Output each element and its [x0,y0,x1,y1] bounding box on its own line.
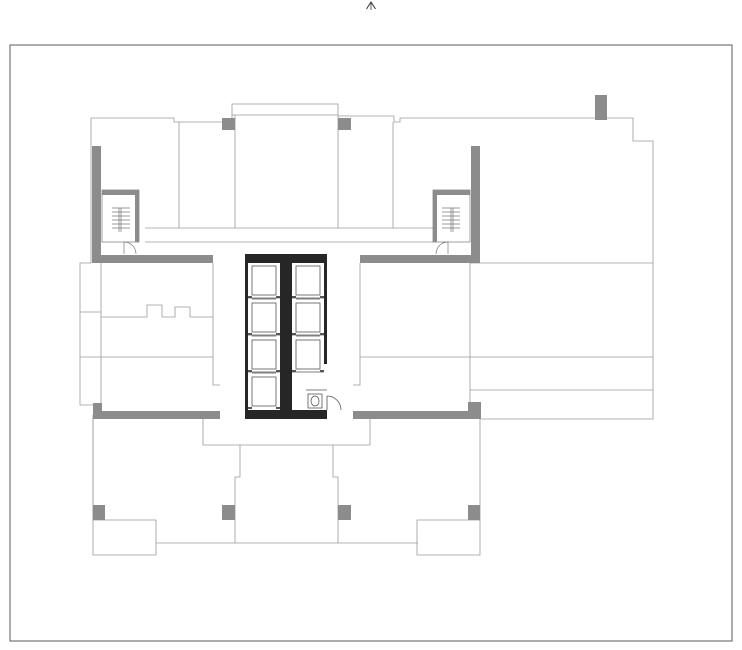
exterior-outline [79,103,654,556]
column [93,505,105,520]
wall-se-stub [468,402,481,419]
column [595,95,607,120]
wall-ne-vertical [471,146,480,263]
column [338,118,351,130]
column [338,505,351,520]
structural-walls [92,95,607,520]
drawing-frame [9,44,733,642]
column [468,505,480,520]
column [222,505,235,520]
wall-nw-vertical [92,146,101,263]
wall-ne-horizontal [360,255,480,263]
north-indicator [360,0,382,26]
wall-sw-horizontal [93,411,220,419]
elevator-cars [248,265,324,407]
stair-left [101,189,140,255]
north-arrow-icon [366,1,376,10]
elevator-core [245,254,342,419]
column [222,118,235,130]
wall-nw-horizontal [92,255,213,263]
service-room [306,389,342,411]
elevator-door-marks [248,296,324,409]
stair-right [432,189,471,255]
wall-se-horizontal [353,411,469,419]
